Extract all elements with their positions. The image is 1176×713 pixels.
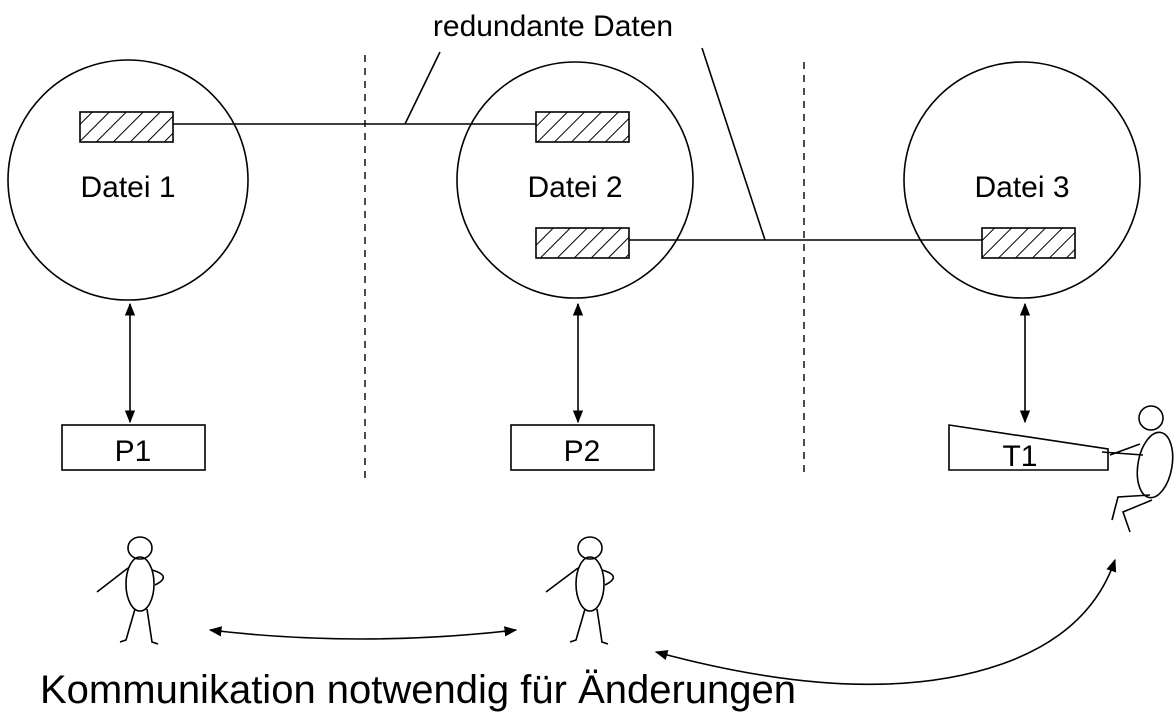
terminal-t1-label: T1 bbox=[1002, 440, 1037, 473]
hatched-record-icon bbox=[535, 227, 630, 259]
program-p1: P1 bbox=[61, 424, 206, 471]
file-2: Datei 2 bbox=[456, 61, 694, 299]
hatched-record-icon bbox=[535, 111, 630, 143]
person-icon bbox=[1101, 405, 1174, 533]
file-1: Datei 1 bbox=[7, 59, 249, 301]
hatched-record-icon bbox=[981, 227, 1076, 259]
diagram-title: redundante Daten bbox=[433, 10, 673, 43]
file-2-label: Datei 2 bbox=[527, 171, 622, 204]
title-pointer-right bbox=[701, 47, 766, 241]
file-1-label: Datei 1 bbox=[80, 171, 175, 204]
program-p1-label: P1 bbox=[115, 435, 152, 468]
person-icon bbox=[545, 536, 615, 645]
terminal-t1: T1 bbox=[948, 424, 1109, 473]
file-3-label: Datei 3 bbox=[974, 171, 1069, 204]
program-p2: P2 bbox=[510, 424, 655, 471]
hatched-record-icon bbox=[79, 111, 174, 143]
communication-arrow-left bbox=[208, 626, 518, 640]
program-p2-label: P2 bbox=[564, 435, 601, 468]
diagram-caption: Kommunikation notwendig für Änderungen bbox=[40, 668, 796, 712]
file-3: Datei 3 bbox=[903, 61, 1141, 299]
title-pointer-left bbox=[404, 51, 441, 125]
person-icon bbox=[96, 536, 165, 645]
communication-arrow-right bbox=[654, 558, 1117, 686]
